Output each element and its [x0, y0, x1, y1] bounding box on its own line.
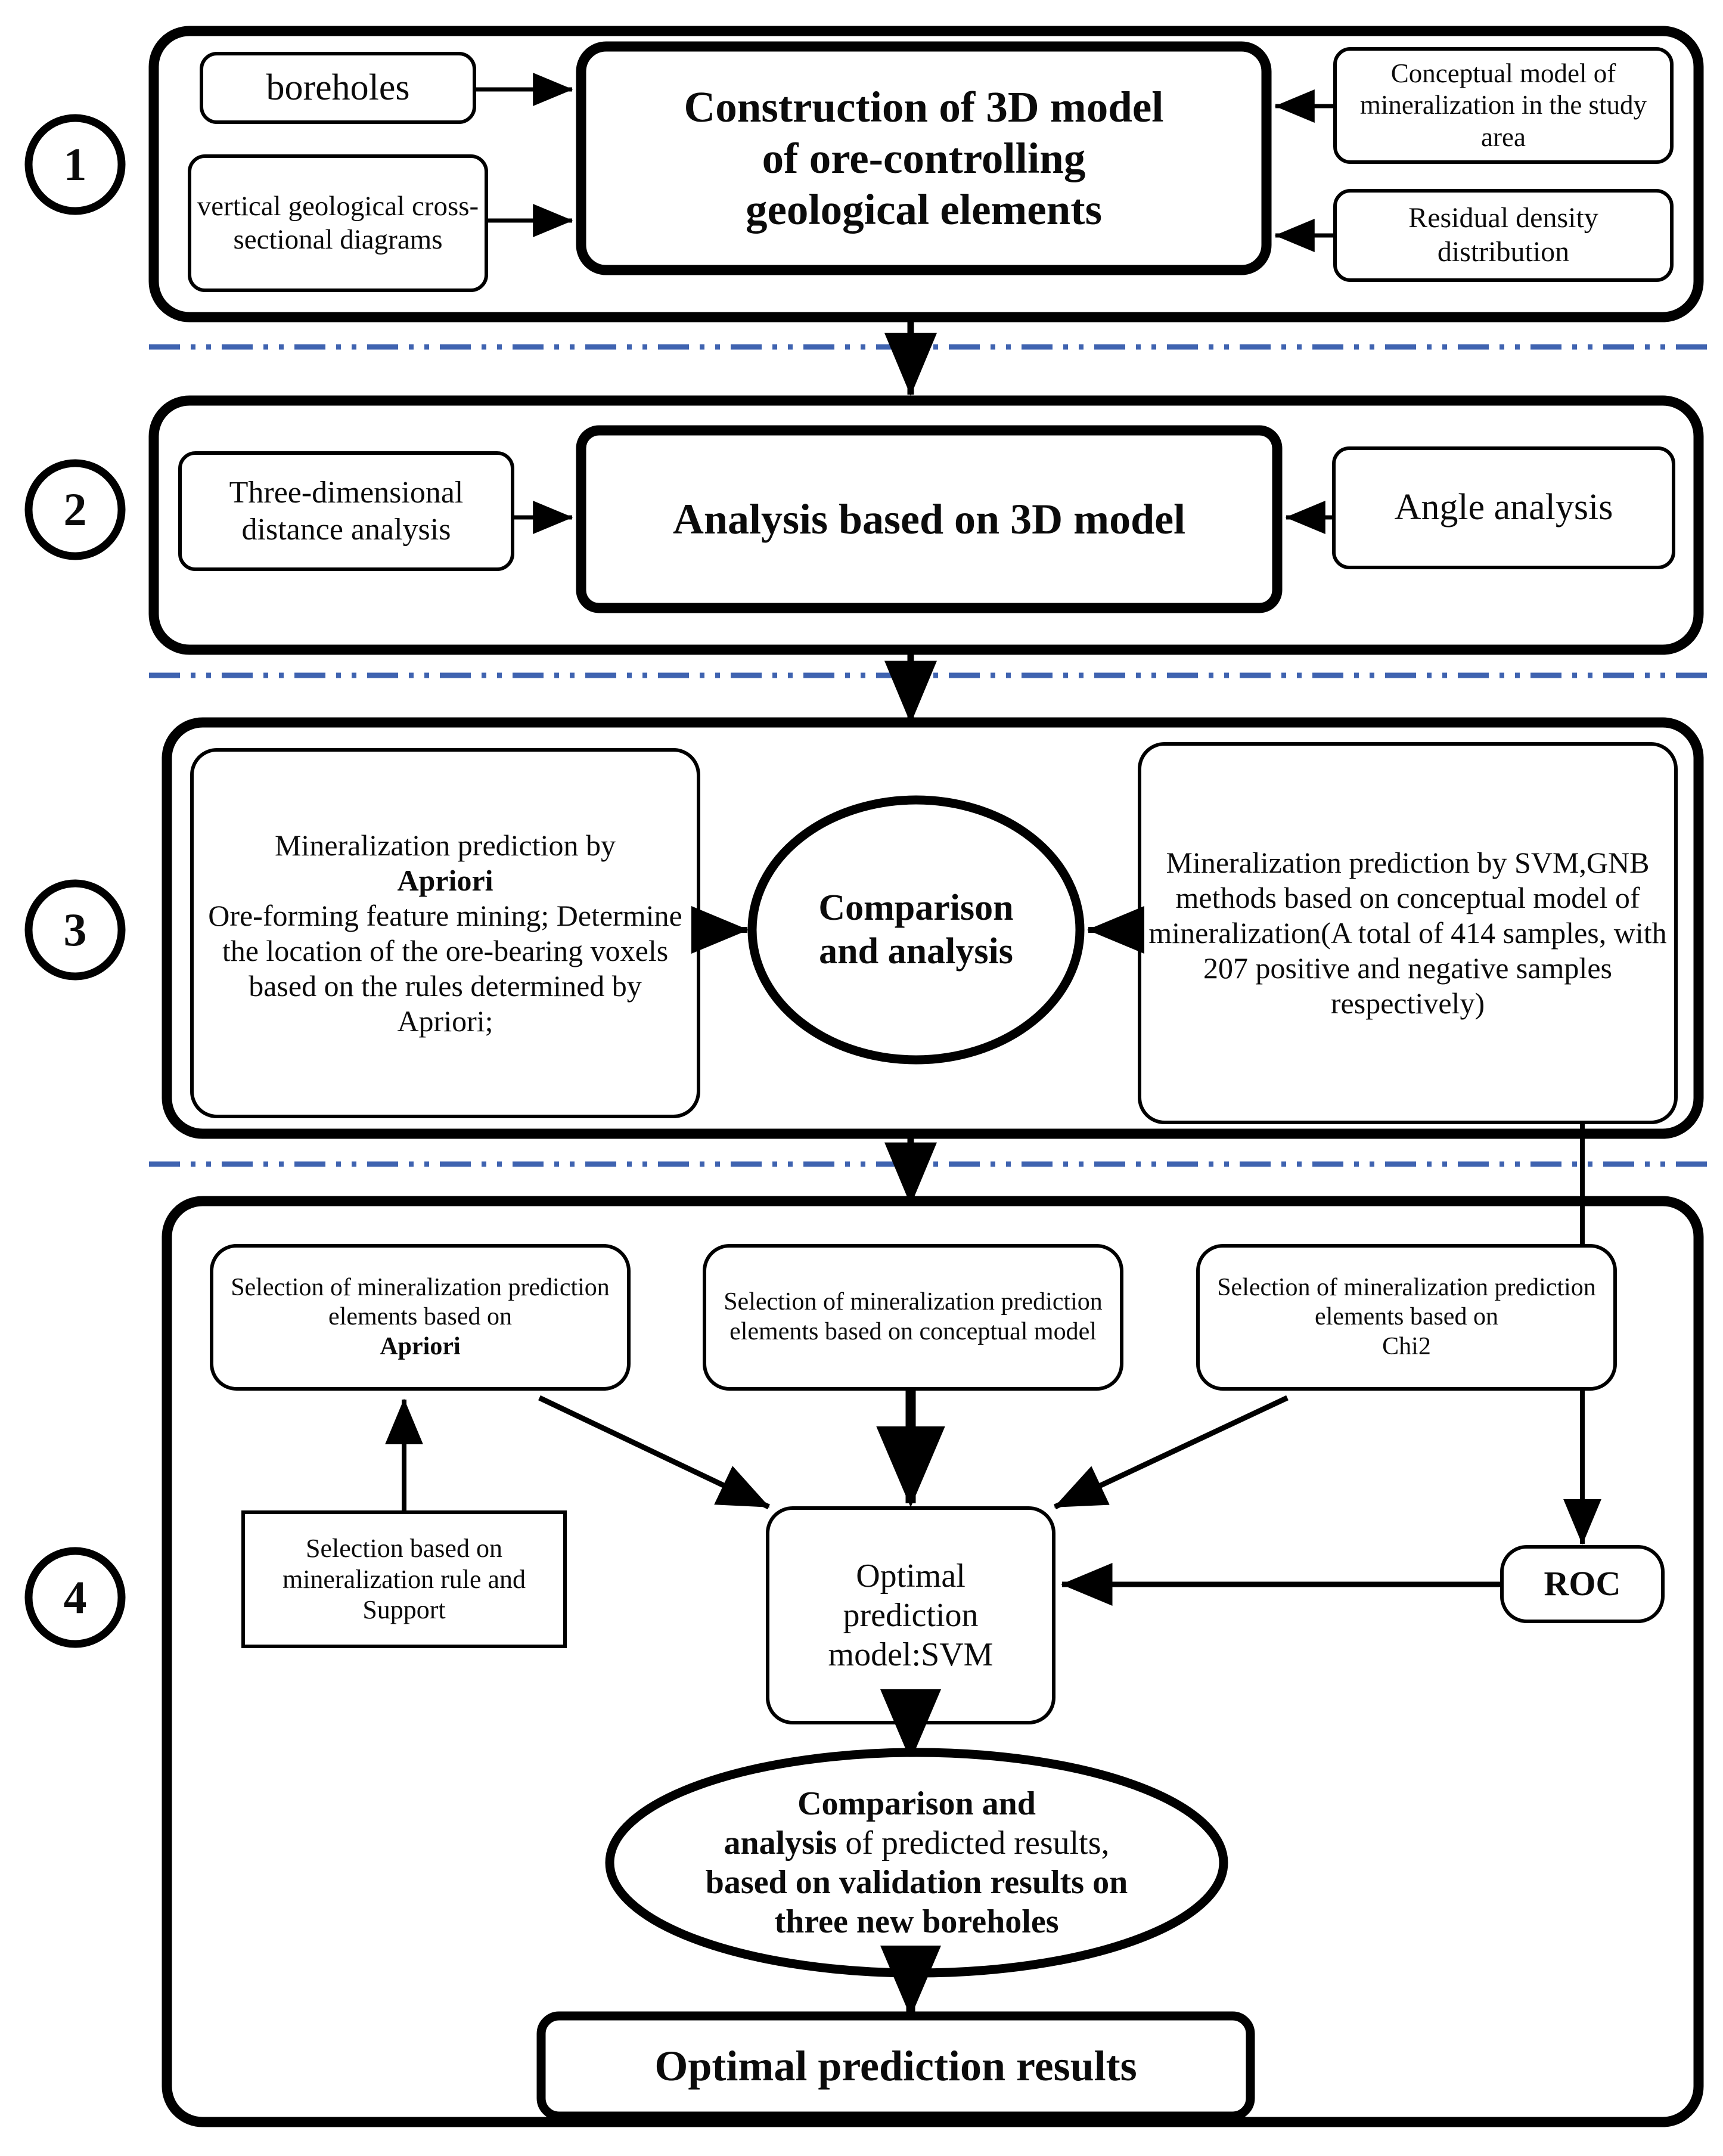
box-svm-gnb-label: Mineralization prediction by SVM,GNB met… [1148, 846, 1667, 1020]
step-circle-1 [24, 114, 126, 215]
arrow-select-apriori-to-optimal [538, 1395, 770, 1510]
optimal-model-line3: model:SVM [828, 1636, 994, 1674]
select-apriori-bold: Apriori [380, 1332, 461, 1360]
box-construction-3d-model[interactable] [576, 41, 1272, 275]
select-chi2-bold: Chi2 [1382, 1332, 1431, 1360]
optimal-model-line2: prediction [843, 1596, 979, 1634]
step-label-4: 4 [63, 1571, 87, 1623]
comparison-analysis-line2: and analysis [819, 931, 1013, 972]
step-circle-4 [24, 1547, 126, 1648]
step-circle-3 [24, 879, 126, 981]
box-selection-support[interactable] [241, 1510, 567, 1648]
construction-line-3: geological elements [745, 185, 1102, 234]
box-select-apriori[interactable] [210, 1244, 631, 1391]
step-label-1: 1 [63, 138, 87, 190]
comparison-results-line4: three new boreholes [774, 1903, 1059, 1941]
box-analysis-3d-model-label: Analysis based on 3D model [672, 495, 1186, 543]
section-4-container [162, 1196, 1704, 2127]
comparison-results-line2-rest: of predicted results, [837, 1824, 1110, 1862]
ellipse-comparison-analysis[interactable] [747, 795, 1085, 1065]
apriori-prediction-head: Mineralization prediction by [274, 828, 616, 862]
construction-line-2: of ore-controlling [762, 134, 1086, 182]
construction-line-1: Construction of 3D model [684, 82, 1164, 131]
section-1-container [148, 26, 1704, 322]
select-apriori-head: Selection of mineralization prediction e… [231, 1273, 610, 1331]
apriori-prediction-bold: Apriori [397, 863, 493, 897]
box-angle-analysis[interactable] [1332, 446, 1675, 569]
step-circle-2 [24, 459, 126, 560]
box-select-conceptual-label: Selection of mineralization prediction e… [724, 1288, 1103, 1345]
comparison-results-line3: based on validation results on [705, 1864, 1128, 1901]
comparison-results-line1: Comparison and [797, 1785, 1036, 1822]
box-optimal-prediction-results-label: Optimal prediction results [654, 2042, 1137, 2090]
optimal-model-line1: Optimal [856, 1557, 965, 1594]
box-angle-analysis-label: Angle analysis [1394, 487, 1613, 528]
step-label-3: 3 [63, 903, 87, 956]
box-distance-analysis-label: Three-dimensional distance analysis [229, 476, 464, 547]
box-distance-analysis[interactable] [178, 451, 514, 571]
box-select-chi2[interactable] [1196, 1244, 1617, 1391]
arrow-select-chi2-to-optimal [1054, 1395, 1289, 1510]
step-label-2: 2 [63, 483, 87, 535]
comparison-results-line2-bold: analysis [724, 1824, 837, 1862]
section-3-container [162, 717, 1704, 1139]
section-2-container [148, 395, 1704, 655]
apriori-prediction-body: Ore-forming feature mining; Determine th… [208, 898, 682, 1038]
box-residual-density-label: Residual density distribution [1408, 202, 1598, 268]
box-analysis-3d-model[interactable] [576, 425, 1283, 613]
box-selection-support-label: Selection based on mineralization rule a… [282, 1533, 526, 1625]
select-chi2-head: Selection of mineralization prediction e… [1217, 1273, 1596, 1331]
box-cross-sections-label: vertical geological cross-sectional diag… [197, 191, 479, 255]
box-roc-label: ROC [1544, 1564, 1621, 1603]
comparison-analysis-line1: Comparison [818, 887, 1014, 928]
box-boreholes-label: boreholes [266, 67, 410, 108]
box-cross-sections[interactable] [188, 154, 488, 292]
box-optimal-prediction-results[interactable] [536, 2011, 1255, 2121]
box-conceptual-model-label: Conceptual model of mineralization in th… [1359, 58, 1647, 152]
